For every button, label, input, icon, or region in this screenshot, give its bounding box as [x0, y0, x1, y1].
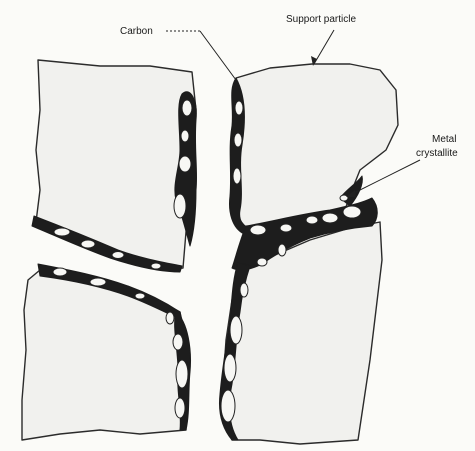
crystallite	[306, 216, 318, 224]
crystallite	[230, 316, 242, 344]
crystallite	[224, 354, 236, 382]
label-carbon: Carbon	[120, 26, 153, 37]
crystallite	[257, 258, 267, 266]
leader-carbon	[200, 31, 236, 80]
crystallite	[280, 224, 292, 232]
crystallite	[250, 225, 266, 235]
crystallite	[322, 213, 338, 223]
crystallite	[53, 268, 67, 276]
crystallite	[166, 312, 174, 324]
crystallite	[81, 240, 95, 248]
crystallite	[340, 195, 348, 201]
label-metal: Metal	[432, 134, 456, 145]
crystallite	[221, 390, 235, 422]
crystallite	[233, 168, 241, 184]
crystallite	[54, 228, 70, 236]
crystallite	[235, 101, 243, 115]
crystallite	[173, 334, 183, 350]
crystallite	[240, 283, 248, 297]
label-crystallite: crystallite	[416, 148, 458, 159]
support-particle-bottom-left	[22, 270, 186, 440]
crystallite	[112, 252, 124, 259]
leader-support	[314, 30, 334, 64]
crystallite	[182, 100, 192, 116]
crystallite	[90, 278, 106, 286]
crystallite	[343, 206, 361, 218]
crystallite	[234, 133, 242, 147]
crystallite	[135, 293, 145, 299]
label-support-particle: Support particle	[286, 14, 356, 25]
label-support-group: Support particle	[286, 14, 356, 66]
crystallite	[278, 244, 286, 256]
crystallite	[176, 360, 188, 388]
crystallite	[175, 398, 185, 418]
crystallite	[151, 263, 161, 269]
support-particles	[22, 60, 398, 444]
crystallite	[181, 130, 189, 142]
crystallite	[174, 194, 186, 218]
crystallite	[179, 156, 191, 172]
support-particle-top-left	[36, 60, 196, 270]
